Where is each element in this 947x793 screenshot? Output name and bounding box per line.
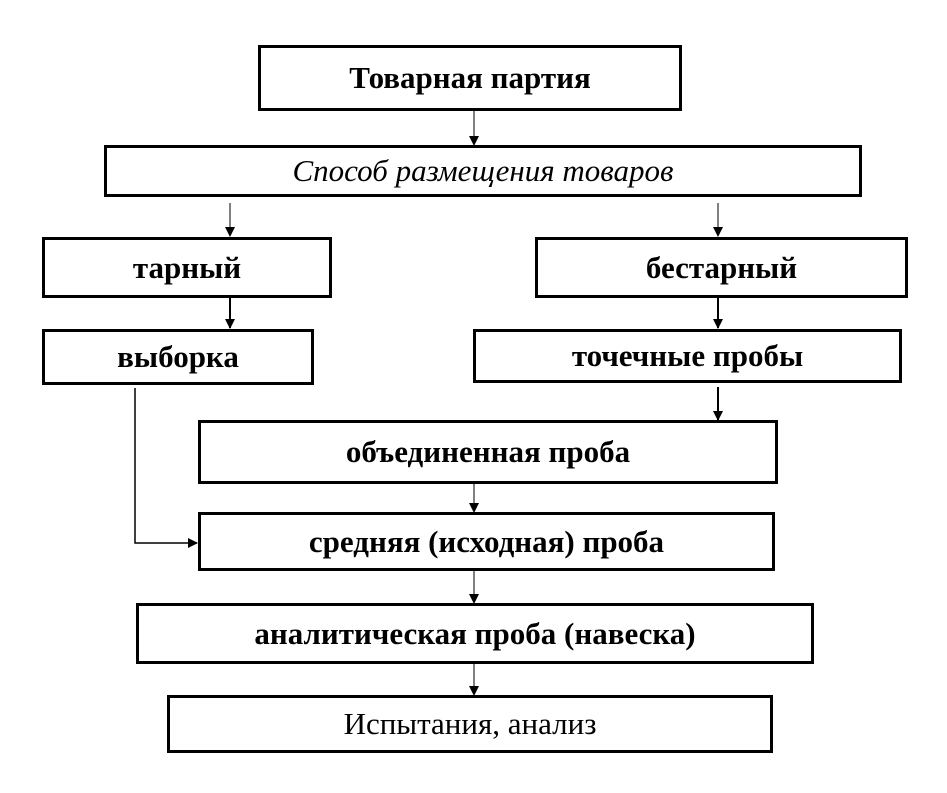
node-average-sample: средняя (исходная) проба — [198, 512, 775, 571]
node-selection: выборка — [42, 329, 314, 385]
node-spot-samples: точечные пробы — [473, 329, 902, 383]
node-analytical-sample: аналитическая проба (навеска) — [136, 603, 814, 664]
node-batch: Товарная партия — [258, 45, 682, 111]
arrow-selection-average — [134, 388, 198, 548]
node-bulk: бестарный — [535, 237, 908, 298]
node-placement: Способ размещения товаров — [104, 145, 862, 197]
node-packaged: тарный — [42, 237, 332, 298]
node-testing: Испытания, анализ — [167, 695, 773, 753]
node-combined-sample: объединенная проба — [198, 420, 778, 484]
